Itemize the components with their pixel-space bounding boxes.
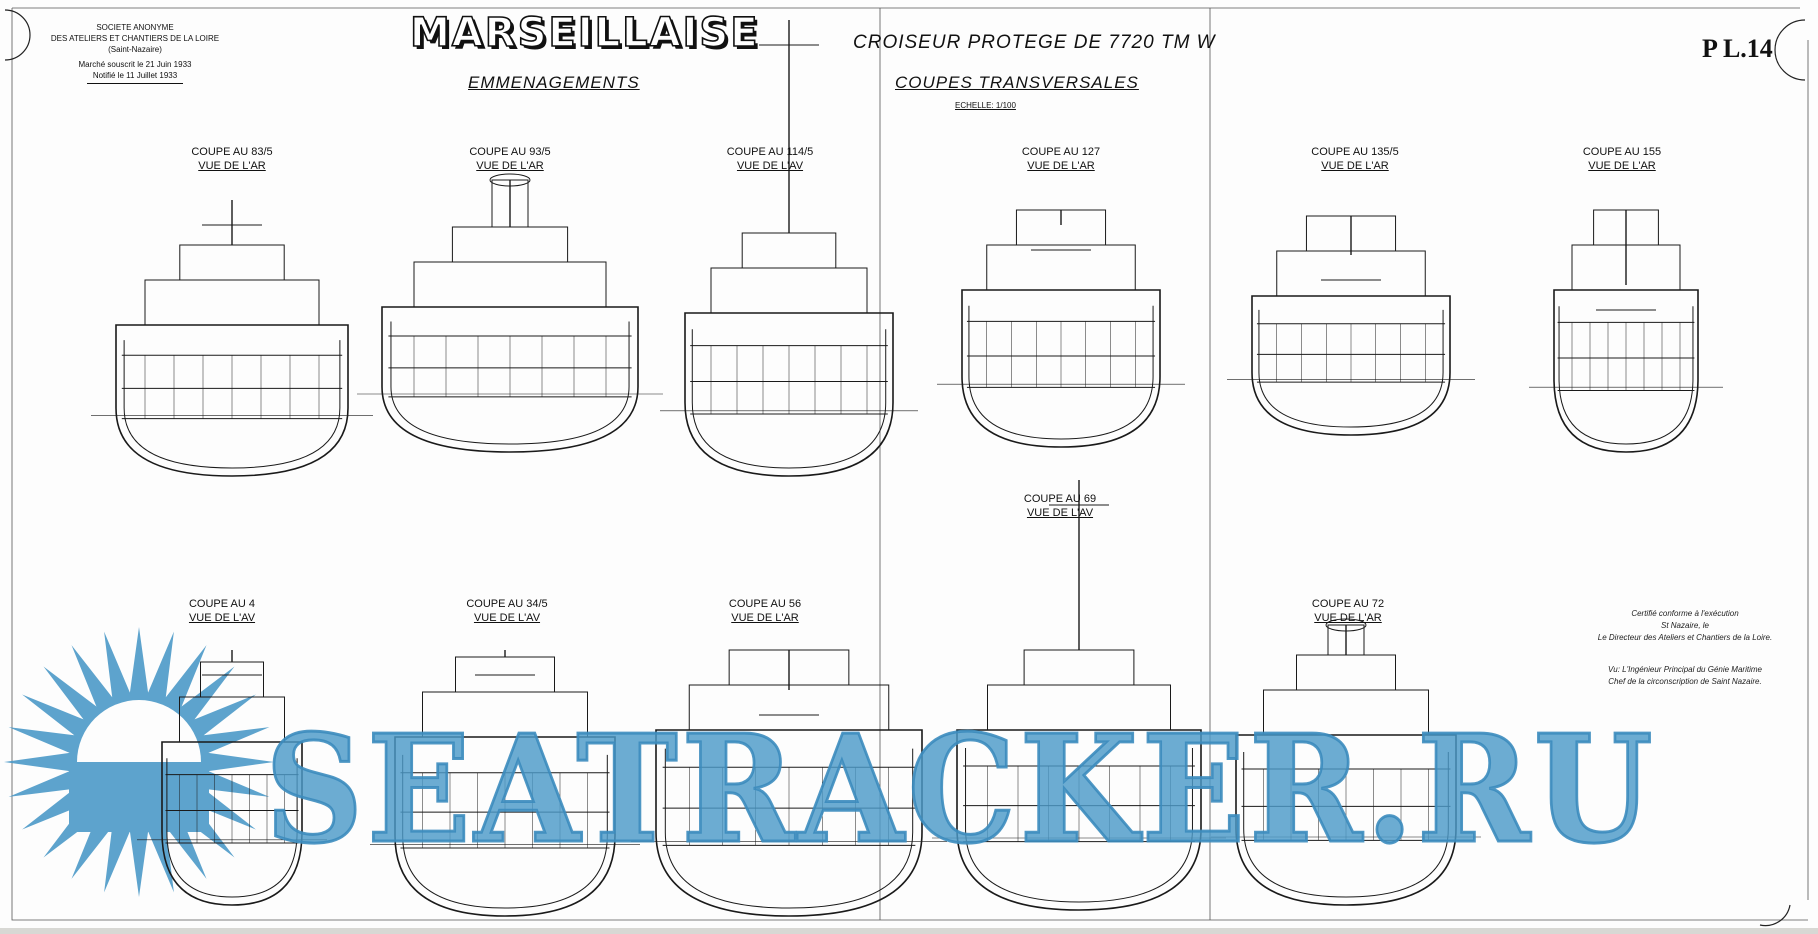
cert-line: Vu: L'Ingénieur Principal du Génie Marit… (1608, 665, 1762, 674)
cross-section-drawing (357, 173, 663, 453)
cert-line: Le Directeur des Ateliers et Chantiers d… (1597, 633, 1773, 642)
cross-section-drawing (91, 200, 373, 477)
cert-line: Chef de la circonscription de Saint Naza… (1608, 677, 1762, 686)
section-view: VUE DE L'AR (1321, 160, 1389, 172)
cross-section-drawing (660, 20, 918, 477)
ship-subtitle: CROISEUR PROTEGE DE 7720 TM W (853, 32, 1216, 53)
section-view: VUE DE L'AV (188, 612, 256, 624)
section-title: COUPE AU 135/5 (1311, 146, 1399, 158)
cross-section-drawing (1529, 209, 1723, 453)
cross-section-drawing (1211, 618, 1481, 906)
cross-section-drawing (932, 480, 1226, 911)
certification-block: Certifié conforme à l'exécution St Nazai… (1560, 608, 1810, 688)
section-view: VUE DE L'AV (736, 160, 804, 172)
cert-line: St Nazaire, le (1660, 621, 1710, 630)
section-title: COUPE AU 127 (1021, 146, 1101, 158)
section-label: COUPE AU 72 VUE DE L'AR (1312, 597, 1384, 625)
section-title: COUPE AU 155 (1582, 146, 1662, 158)
section-view: VUE DE L'AR (731, 612, 799, 624)
section-view: VUE DE L'AR (1027, 160, 1095, 172)
section-title: COUPE AU 72 (1311, 598, 1385, 610)
section-title: COUPE AU 93/5 (469, 146, 551, 158)
contract-line: Marché souscrit le 21 Juin 1933 (78, 60, 192, 69)
section-view: VUE DE L'AR (1588, 160, 1656, 172)
section-view: VUE DE L'AV (473, 612, 541, 624)
sheet-frame (4, 7, 1809, 927)
section-label: COUPE AU 69 VUE DE L'AV (1024, 492, 1096, 520)
cross-section-drawing (631, 649, 947, 917)
section-view: VUE DE L'AR (476, 160, 544, 172)
cert-line: Certifié conforme à l'exécution (1631, 609, 1739, 618)
company-line: SOCIETE ANONYME (96, 23, 174, 32)
section-title: COUPE AU 114/5 (726, 146, 814, 158)
section-view: VUE DE L'AR (198, 160, 266, 172)
section-view: VUE DE L'AR (1314, 612, 1382, 624)
bottom-edge (0, 928, 1818, 934)
cross-section-drawing (137, 650, 327, 906)
signature (1560, 644, 1810, 664)
section-title: COUPE AU 4 (188, 598, 256, 610)
cross-section-drawing (937, 209, 1185, 448)
company-block: SOCIETE ANONYME DES ATELIERS ET CHANTIER… (40, 22, 230, 84)
watermark-sunburst-logo (4, 627, 274, 897)
heading-coupes: COUPES TRANSVERSALES (895, 73, 1139, 92)
company-line: DES ATELIERS ET CHANTIERS DE LA LOIRE (50, 34, 220, 43)
section-label: COUPE AU 4 VUE DE L'AV (189, 597, 255, 625)
section-label: COUPE AU 56 VUE DE L'AR (729, 597, 801, 625)
contract-line: Notifié le 11 Juillet 1933 (86, 70, 184, 84)
section-title: COUPE AU 69 (1023, 493, 1097, 505)
section-title: COUPE AU 34/5 (466, 598, 548, 610)
section-view: VUE DE L'AV (1026, 507, 1094, 519)
watermark-text: SEATRACKER.RU (264, 702, 1657, 876)
section-title: COUPE AU 83/5 (191, 146, 273, 158)
ship-name-title: MARSEILLAISE (409, 9, 760, 57)
cross-section-drawing (370, 650, 640, 917)
cross-section-drawing (1227, 215, 1475, 436)
heading-emmenagements: EMMENAGEMENTS (468, 73, 640, 92)
company-line: (Saint-Nazaire) (108, 45, 162, 54)
plate-number: P L.14 (1702, 34, 1773, 63)
scale-label: ECHELLE: 1/100 (955, 101, 1016, 110)
section-title: COUPE AU 56 (728, 598, 802, 610)
